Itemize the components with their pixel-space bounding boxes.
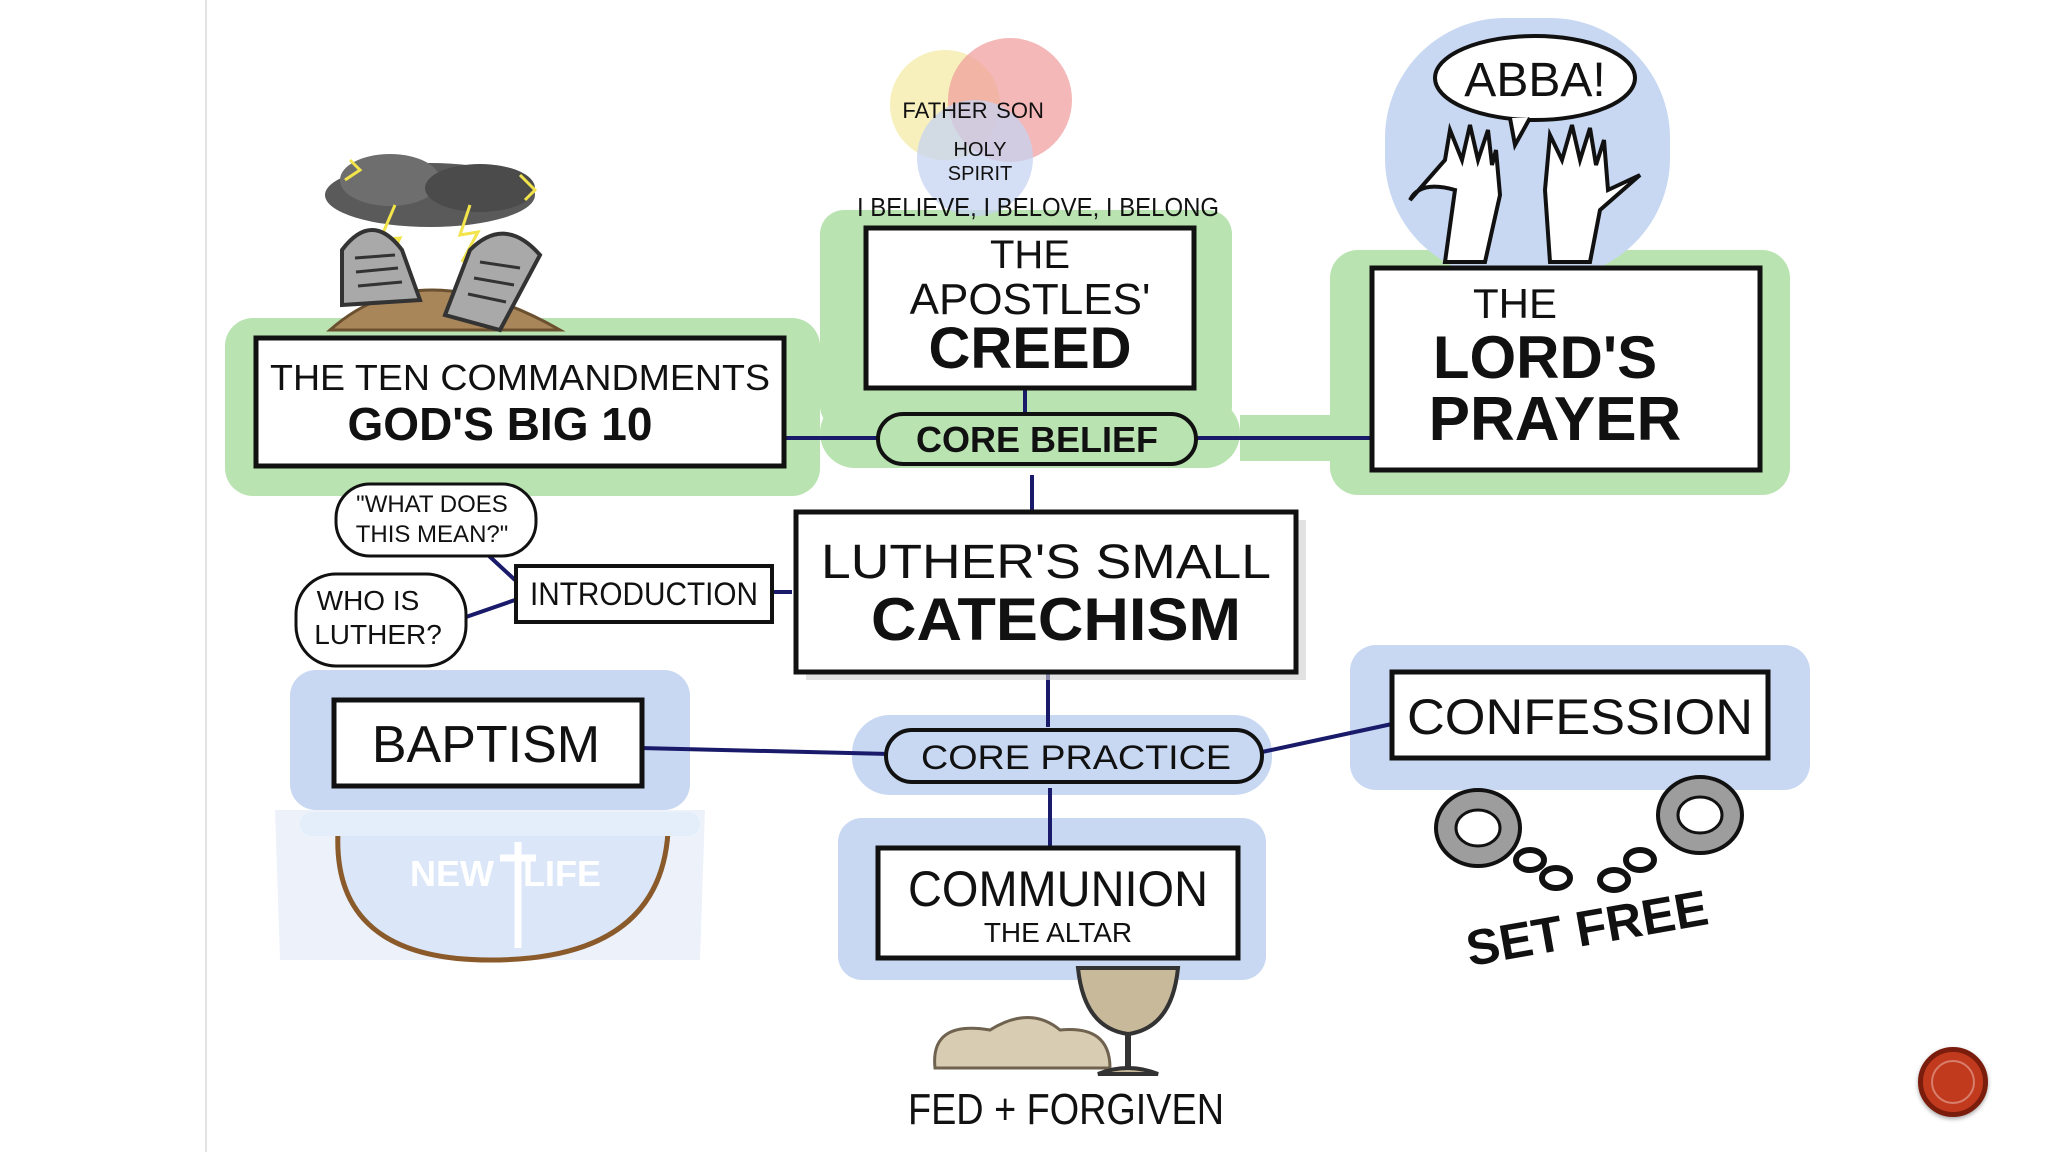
trinity-venn-icon: FATHER SON HOLY SPIRIT <box>890 38 1072 216</box>
core-belief-label: CORE BELIEF <box>916 419 1158 460</box>
core-belief-pill: CORE BELIEF <box>876 412 1198 466</box>
communion-line1: COMMUNION <box>908 861 1208 917</box>
who-is-line2: LUTHER? <box>314 619 442 650</box>
catechism-center-box: LUTHER'S SMALL CATECHISM <box>793 509 1306 680</box>
new-life-right: LIFE <box>523 853 601 894</box>
what-does-line1: "WHAT DOES <box>356 491 508 518</box>
core-practice-label: CORE PRACTICE <box>921 739 1231 777</box>
apostles-creed-line1: THE <box>990 233 1070 277</box>
lords-prayer-line2: LORD'S <box>1433 324 1657 391</box>
water-font-icon: NEW LIFE <box>300 812 700 963</box>
trinity-son: SON <box>996 98 1044 123</box>
next-slide-button[interactable] <box>1918 1047 1988 1117</box>
introduction-box: INTRODUCTION <box>514 564 774 624</box>
catechism-line2: CATECHISM <box>871 586 1241 653</box>
broken-shackles-icon <box>1434 775 1744 893</box>
lords-prayer-line3: PRAYER <box>1429 385 1682 454</box>
ten-commandments-subtitle: GOD'S BIG 10 <box>348 398 653 450</box>
core-practice-pill: CORE PRACTICE <box>884 728 1264 784</box>
new-life-left: NEW <box>410 853 494 894</box>
apostles-creed-box: THE APOSTLES' CREED <box>863 225 1197 391</box>
abba-bubble: ABBA! <box>1433 34 1637 151</box>
communion-line2: THE ALTAR <box>984 917 1132 948</box>
what-does-line2: THIS MEAN?" <box>356 521 509 548</box>
trinity-father: FATHER <box>902 98 987 123</box>
who-is-luther-cloud: WHO IS LUTHER? <box>294 572 468 668</box>
stone-tablets-icon <box>326 228 566 333</box>
communion-box: COMMUNION THE ALTAR <box>875 845 1241 961</box>
baptism-box: BAPTISM <box>331 697 645 789</box>
confession-box: CONFESSION <box>1389 669 1771 761</box>
bread-icon <box>933 1016 1112 1070</box>
catechism-line1: LUTHER'S SMALL <box>821 536 1271 589</box>
set-free-label: SET FREE <box>1462 879 1712 977</box>
praying-hands-icon <box>1408 122 1642 264</box>
baptism-label: BAPTISM <box>372 716 600 774</box>
introduction-label: INTRODUCTION <box>530 576 758 612</box>
chalice-icon <box>1075 966 1181 1076</box>
creed-caption: I BELIEVE, I BELOVE, I BELONG <box>857 192 1219 222</box>
what-does-this-mean-cloud: "WHAT DOES THIS MEAN?" <box>334 482 538 558</box>
abba-text: ABBA! <box>1464 54 1605 107</box>
connectors <box>465 390 1393 848</box>
confession-label: CONFESSION <box>1407 689 1753 745</box>
trinity-spirit: SPIRIT <box>948 163 1012 185</box>
lords-prayer-line1: THE <box>1473 280 1557 327</box>
ten-commandments-title: THE TEN COMMANDMENTS <box>270 357 770 398</box>
trinity-holy: HOLY <box>954 139 1007 161</box>
lords-prayer-box: THE LORD'S PRAYER <box>1369 265 1763 473</box>
apostles-creed-line2: APOSTLES' <box>910 275 1151 324</box>
storm-cloud-icon <box>325 154 538 271</box>
who-is-line1: WHO IS <box>317 585 420 616</box>
apostles-creed-line3: CREED <box>928 316 1131 381</box>
ten-commandments-box: THE TEN COMMANDMENTS GOD'S BIG 10 <box>253 335 787 469</box>
fed-forgiven-label: FED + FORGIVEN <box>908 1085 1224 1134</box>
slide-edge-rule <box>205 0 207 1152</box>
